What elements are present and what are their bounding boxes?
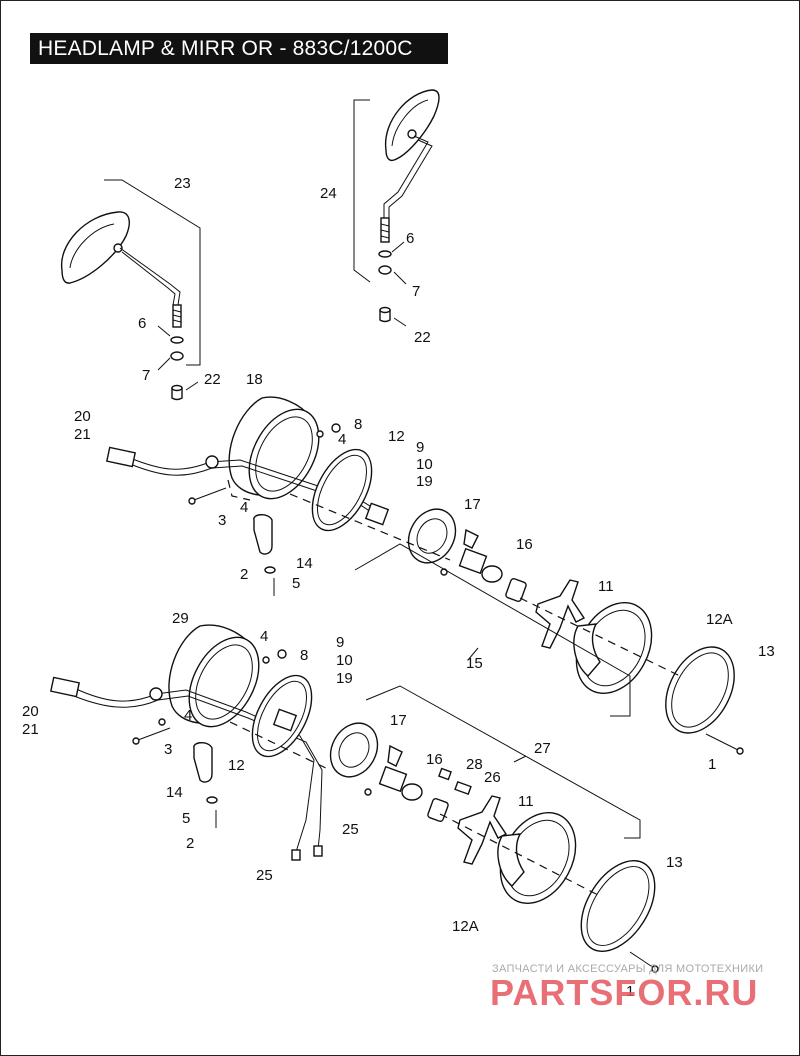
callout-26: 26 [484,769,501,786]
callout-2-upper: 2 [240,566,248,583]
callout-14-lower: 14 [166,784,183,801]
watermark-subtitle: ЗАПЧАСТИ И АКСЕССУАРЫ ДЛЯ МОТОТЕХНИКИ [492,963,764,975]
callout-4-lower-right: 4 [260,628,268,645]
callout-12A-upper: 12A [706,611,733,628]
callout-3-upper: 3 [218,512,226,529]
diagram-title: HEADLAMP & MIRR OR - 883C/1200C [30,33,448,64]
callout-3-lower: 3 [164,741,172,758]
callout-4-lower-left: 4 [184,707,192,724]
callout-22-left-mirror: 22 [204,371,221,388]
callout-4-upper-left: 4 [240,499,248,516]
callout-17-upper: 17 [464,496,481,513]
callout-11-upper: 11 [598,578,614,595]
callout-13-lower: 13 [666,854,683,871]
callout-24: 24 [320,185,337,202]
callout-8-lower: 8 [300,647,308,664]
callout-8-upper: 8 [354,416,362,433]
callout-7-upper-mirror: 7 [412,283,420,300]
callout-7-left-mirror: 7 [142,367,150,384]
callout-5-upper: 5 [292,575,300,592]
callout-17-lower: 17 [390,712,407,729]
callout-21-lower: 21 [22,721,39,738]
callout-1-upper: 1 [708,756,716,773]
callout-19-lower: 19 [336,670,353,687]
callout-5-lower: 5 [182,810,190,827]
callout-labels: 23 24 6 7 22 6 7 22 18 20 21 8 4 12 9 10… [22,175,775,1000]
callout-18: 18 [246,371,263,388]
callout-6-upper-mirror: 6 [406,230,414,247]
callout-1-lower: 1 [626,983,634,1000]
callout-15: 15 [466,655,483,672]
callout-29: 29 [172,610,189,627]
callout-10-lower: 10 [336,652,353,669]
callout-16-upper: 16 [516,536,533,553]
headlamp-lower [49,624,659,973]
callout-20-upper: 20 [74,408,91,425]
callout-21-upper: 21 [74,426,91,443]
watermark-logo[interactable]: PARTSFOR.RU [490,972,759,1013]
callout-19-upper: 19 [416,473,433,490]
callout-9-upper: 9 [416,439,424,456]
headlamp-upper [105,396,744,755]
callout-16-lower: 16 [426,751,443,768]
callout-13-upper: 13 [758,643,775,660]
callout-14-upper: 14 [296,555,313,572]
callout-25-right: 25 [342,821,359,838]
mirror-right [353,89,440,327]
callout-27: 27 [534,740,551,757]
callout-20-lower: 20 [22,703,39,720]
callout-2-lower: 2 [186,835,194,852]
mirror-left [61,179,201,401]
callout-12-lower: 12 [228,757,245,774]
callout-10-upper: 10 [416,456,433,473]
callout-23: 23 [174,175,191,192]
callout-12A-lower: 12A [452,918,479,935]
callout-4-upper-right: 4 [338,431,346,448]
callout-6-left-mirror: 6 [138,315,146,332]
callout-9-lower: 9 [336,634,344,651]
callout-25-left: 25 [256,867,273,884]
callout-12-upper: 12 [388,428,405,445]
callout-22-upper-mirror: 22 [414,329,431,346]
callout-11-lower: 11 [518,793,534,810]
callout-28: 28 [466,756,483,773]
